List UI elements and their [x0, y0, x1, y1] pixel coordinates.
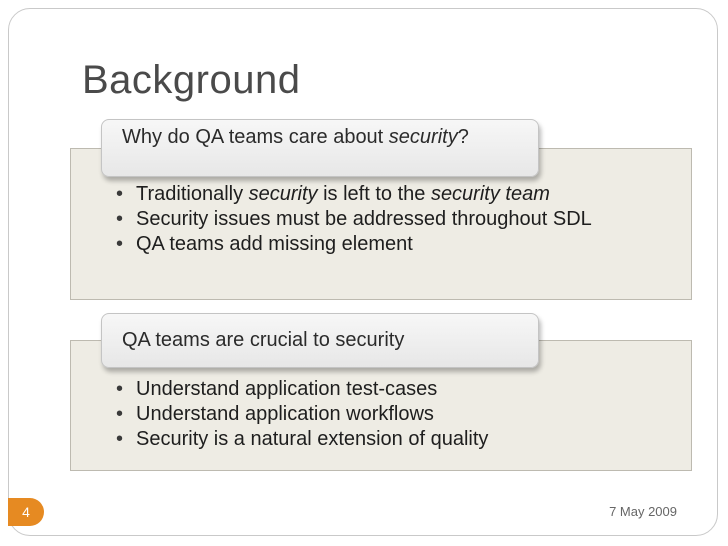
section-1-bullet-list: Traditionally security is left to the se…: [111, 183, 656, 258]
slide-title: Background: [82, 58, 301, 102]
heading-suffix: ?: [457, 126, 469, 148]
heading-text: Why do QA teams care about: [122, 126, 389, 148]
bullet-item: Traditionally security is left to the se…: [111, 183, 656, 205]
bullet-text: Understand application test-cases: [136, 378, 438, 400]
bullet-text: Security is a natural extension of quali…: [136, 428, 489, 450]
bullet-text: Understand application workflows: [136, 403, 434, 425]
bullet-item: Understand application workflows: [111, 403, 656, 425]
bullet-item: QA teams add missing element: [111, 233, 656, 255]
slide-date: 7 May 2009: [609, 504, 677, 519]
bullet-emphasis: security: [248, 183, 318, 205]
heading-emphasis: security: [388, 126, 458, 148]
bullet-item: Security issues must be addressed throug…: [111, 208, 656, 230]
bullet-text: Security issues must be addressed throug…: [136, 208, 592, 230]
bullet-text: Traditionally: [136, 183, 249, 205]
section-heading-1: Why do QA teams care about security?: [101, 119, 539, 177]
bullet-item: Understand application test-cases: [111, 378, 656, 400]
bullet-text: QA teams add missing element: [136, 233, 413, 255]
section-2-bullet-list: Understand application test-cases Unders…: [111, 378, 656, 453]
section-heading-2: QA teams are crucial to security: [101, 313, 539, 368]
bullet-emphasis: security team: [430, 183, 550, 205]
page-number-badge: 4: [8, 498, 44, 526]
bullet-item: Security is a natural extension of quali…: [111, 428, 656, 450]
bullet-text: is left to the: [317, 183, 431, 205]
